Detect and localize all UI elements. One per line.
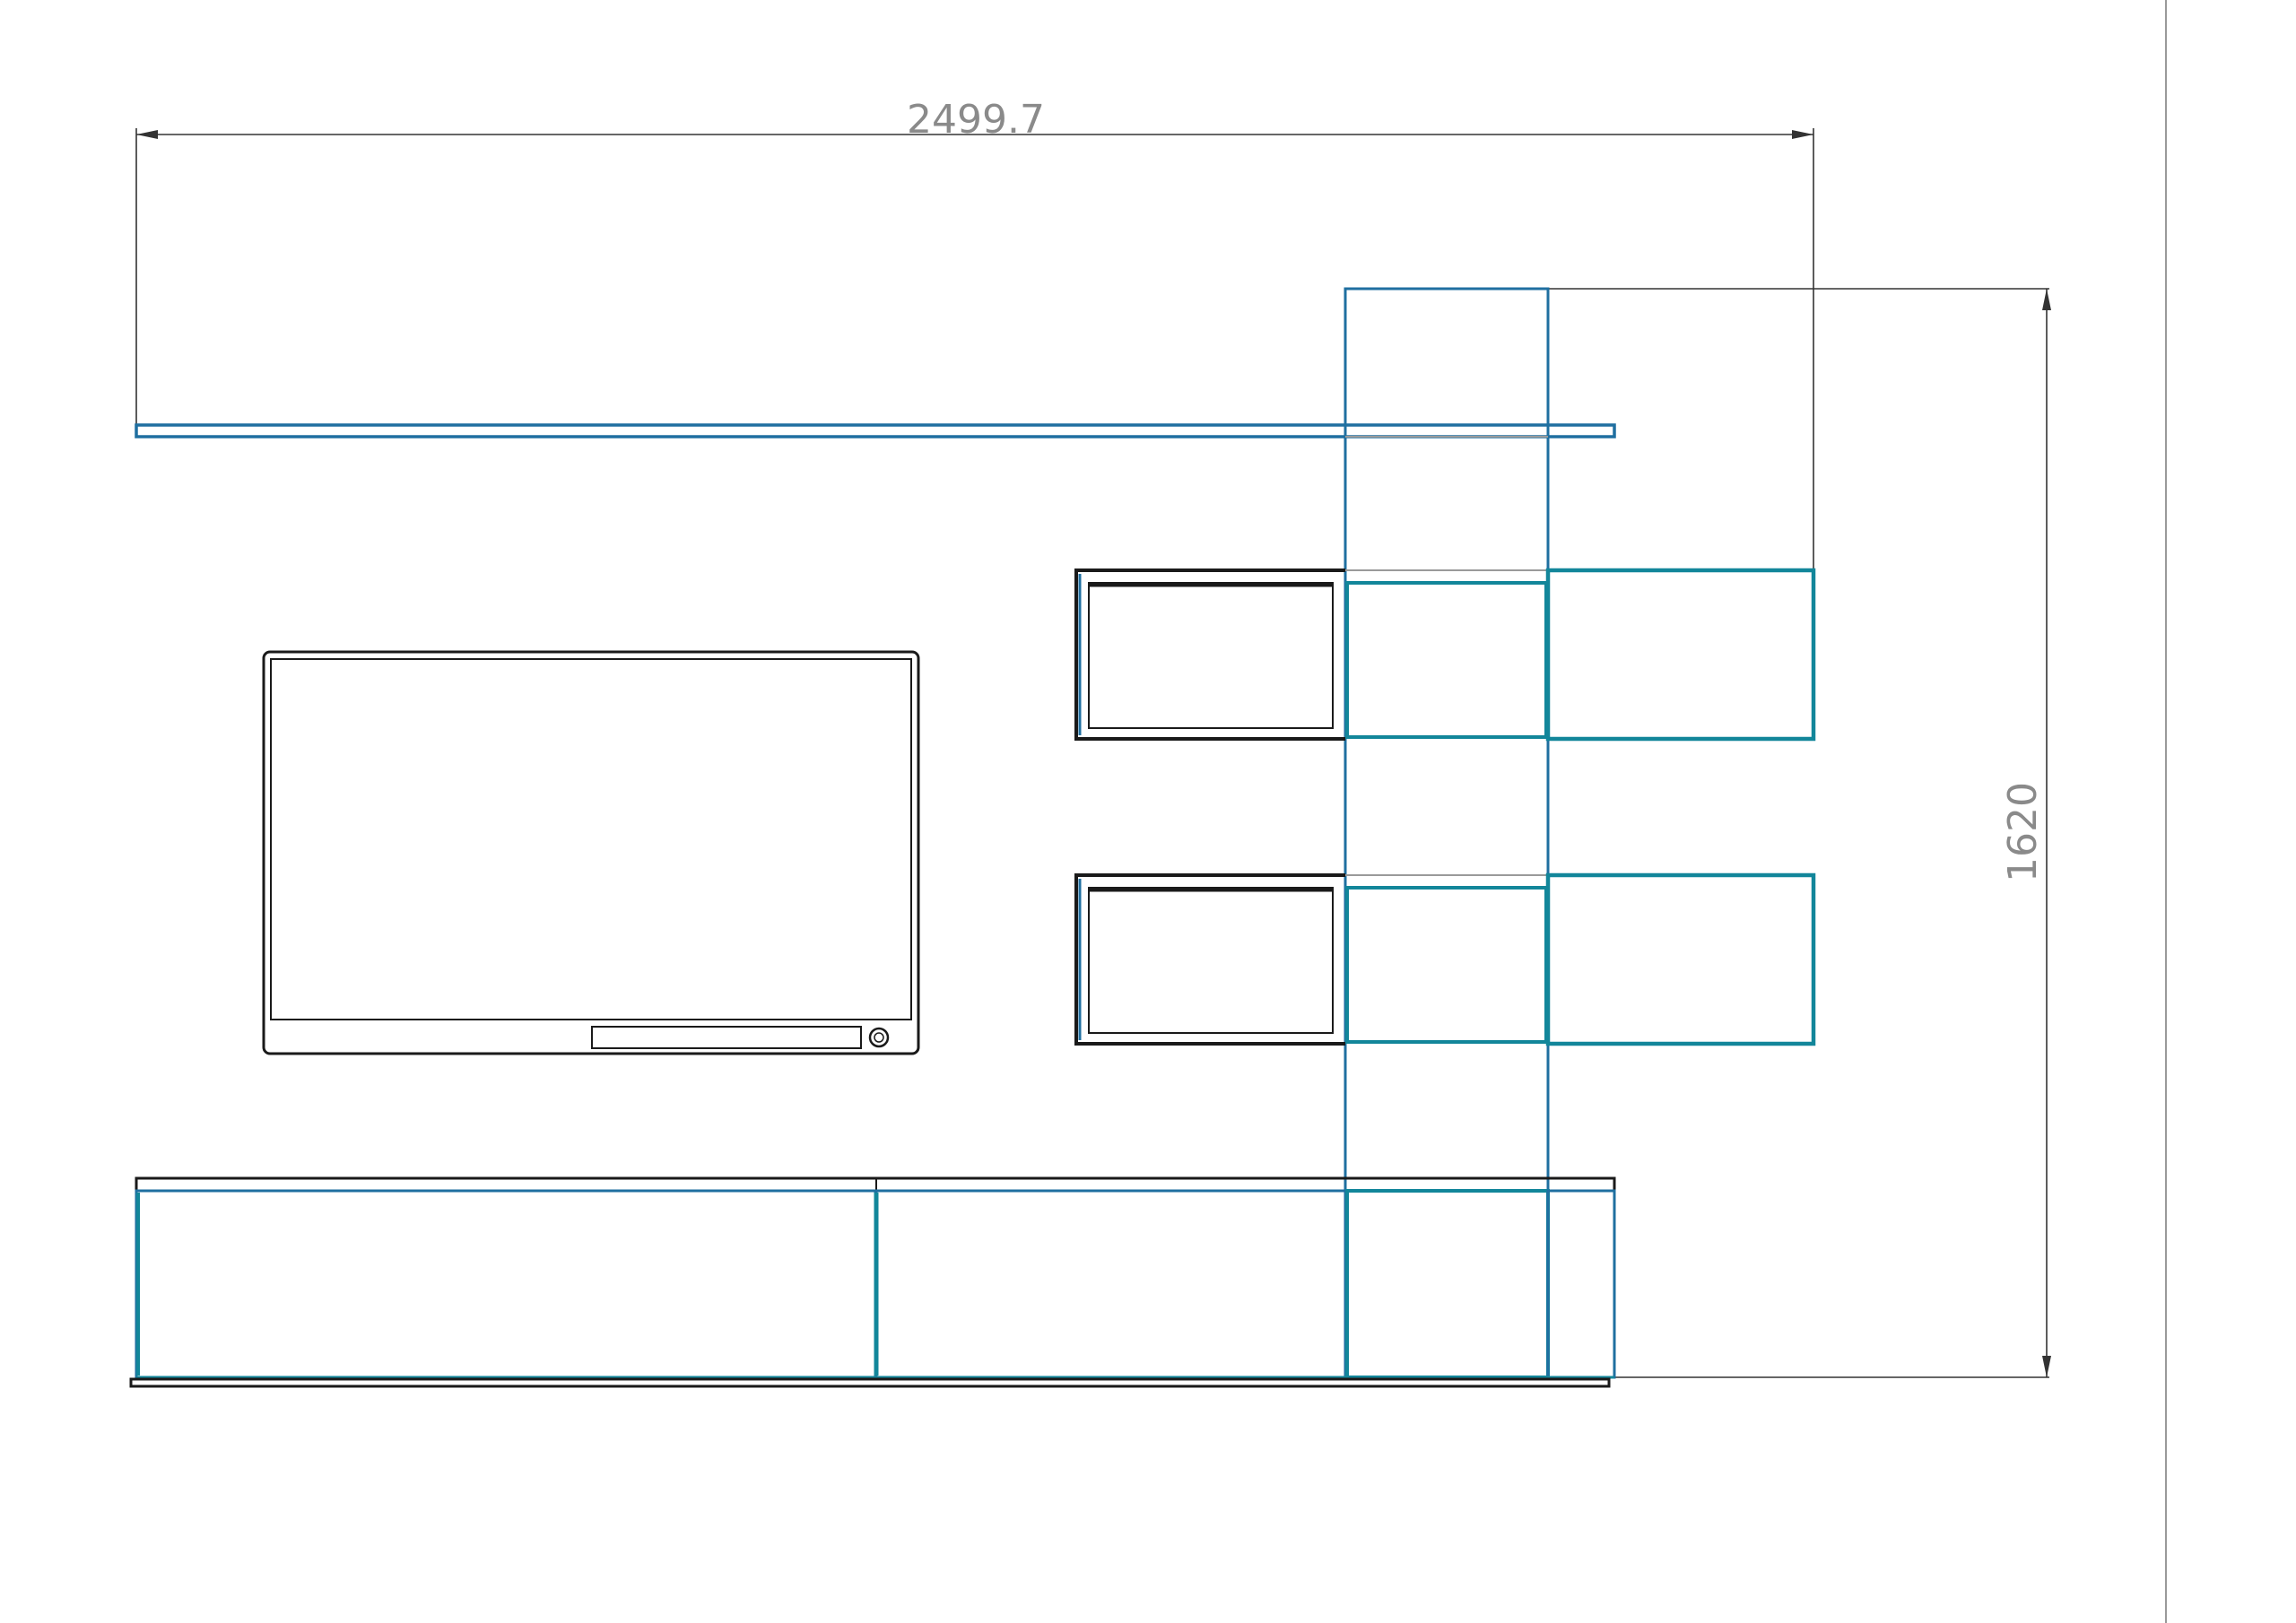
- width-dimension: [135, 128, 1814, 570]
- upper-cubby-right: [1545, 568, 1816, 742]
- sheet-frame: [2165, 0, 2167, 1623]
- lower-cubby-center: [1345, 886, 1548, 1044]
- height-dimension: [1547, 288, 2051, 1378]
- upper-cubby-left: [1074, 568, 1345, 741]
- television: [262, 650, 920, 1055]
- lower-cubby-left: [1074, 873, 1345, 1046]
- width-dimension-label: 2499.7: [907, 97, 1045, 143]
- upper-cubby-center: [1345, 581, 1548, 739]
- lower-cubby-right: [1545, 872, 1816, 1046]
- height-dimension-label: 1620: [2000, 782, 2046, 882]
- wall-shelf: [135, 423, 1616, 438]
- vertical-column: [1344, 287, 1550, 1379]
- tv-console: [129, 1176, 1616, 1388]
